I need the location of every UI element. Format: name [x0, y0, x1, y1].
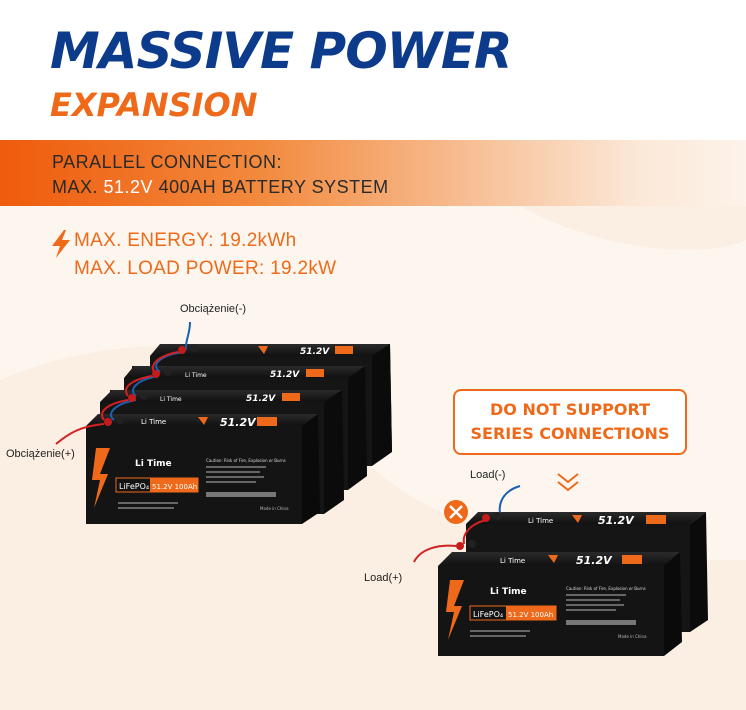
lightning-icon	[52, 230, 70, 258]
series-load-negative-label: Load(-)	[470, 469, 506, 481]
series-load-positive-label: Load(+)	[364, 572, 403, 584]
band-highlight: 51.2V	[103, 177, 154, 197]
svg-text:Li Time: Li Time	[528, 517, 553, 525]
svg-text:Li Time: Li Time	[185, 372, 207, 379]
svg-text:Caution: Risk of Fire, Explosi: Caution: Risk of Fire, Explosion or Burn…	[206, 458, 286, 463]
parallel-load-negative-label: Obciążenie(-)	[180, 303, 247, 315]
parallel-cables	[55, 321, 198, 445]
svg-text:Li Time: Li Time	[141, 418, 166, 426]
parallel-load-positive-label: Obciążenie(+)	[6, 448, 75, 460]
svg-text:Made in China: Made in China	[260, 506, 289, 511]
svg-text:51.2V: 51.2V	[270, 370, 300, 380]
svg-text:Li Time: Li Time	[500, 557, 525, 565]
svg-text:51.2V: 51.2V	[598, 514, 635, 527]
band-line-2: MAX. 51.2V 400AH BATTERY SYSTEM	[52, 177, 389, 197]
chevron-down-icon	[557, 473, 579, 492]
top-voltage-label: 51.2V	[300, 347, 330, 357]
svg-text:Caution: Risk of Fire, Explosi: Caution: Risk of Fire, Explosion or Burn…	[566, 586, 646, 591]
series-warning-box: DO NOT SUPPORT SERIES CONNECTIONS	[453, 389, 687, 455]
svg-text:51.2V: 51.2V	[246, 394, 276, 404]
svg-text:Li Time: Li Time	[160, 396, 182, 403]
svg-text:Li Time: Li Time	[135, 459, 172, 469]
info-band	[0, 140, 746, 206]
warning-line-2: SERIES CONNECTIONS	[470, 424, 670, 443]
battery-front: 51.2V Li Time Li Time LiFePO₄ 51.2V 100A…	[86, 414, 320, 524]
band-line-1: PARALLEL CONNECTION:	[52, 152, 283, 172]
warning-line-1: DO NOT SUPPORT	[489, 400, 650, 419]
svg-text:Li Time: Li Time	[490, 587, 527, 597]
max-load-power-spec: MAX. LOAD POWER: 19.2kW	[74, 258, 337, 279]
svg-text:LiFePO₄: LiFePO₄	[473, 610, 503, 619]
series-cables	[413, 485, 521, 563]
svg-text:51.2V: 51.2V	[576, 554, 613, 567]
svg-text:Made in China: Made in China	[618, 634, 647, 639]
page-title: MASSIVE POWER	[50, 22, 513, 80]
svg-text:51.2V: 51.2V	[220, 416, 257, 429]
svg-text:51.2V 100Ah: 51.2V 100Ah	[152, 483, 197, 491]
page-subtitle: EXPANSION	[50, 86, 258, 124]
svg-text:51.2V 100Ah: 51.2V 100Ah	[508, 611, 553, 619]
close-icon	[444, 500, 468, 524]
max-energy-spec: MAX. ENERGY: 19.2kWh	[74, 230, 297, 251]
svg-text:LiFePO₄: LiFePO₄	[119, 482, 149, 491]
series-battery-front: 51.2V Li Time Li Time LiFePO₄ 51.2V 100A…	[438, 552, 682, 656]
